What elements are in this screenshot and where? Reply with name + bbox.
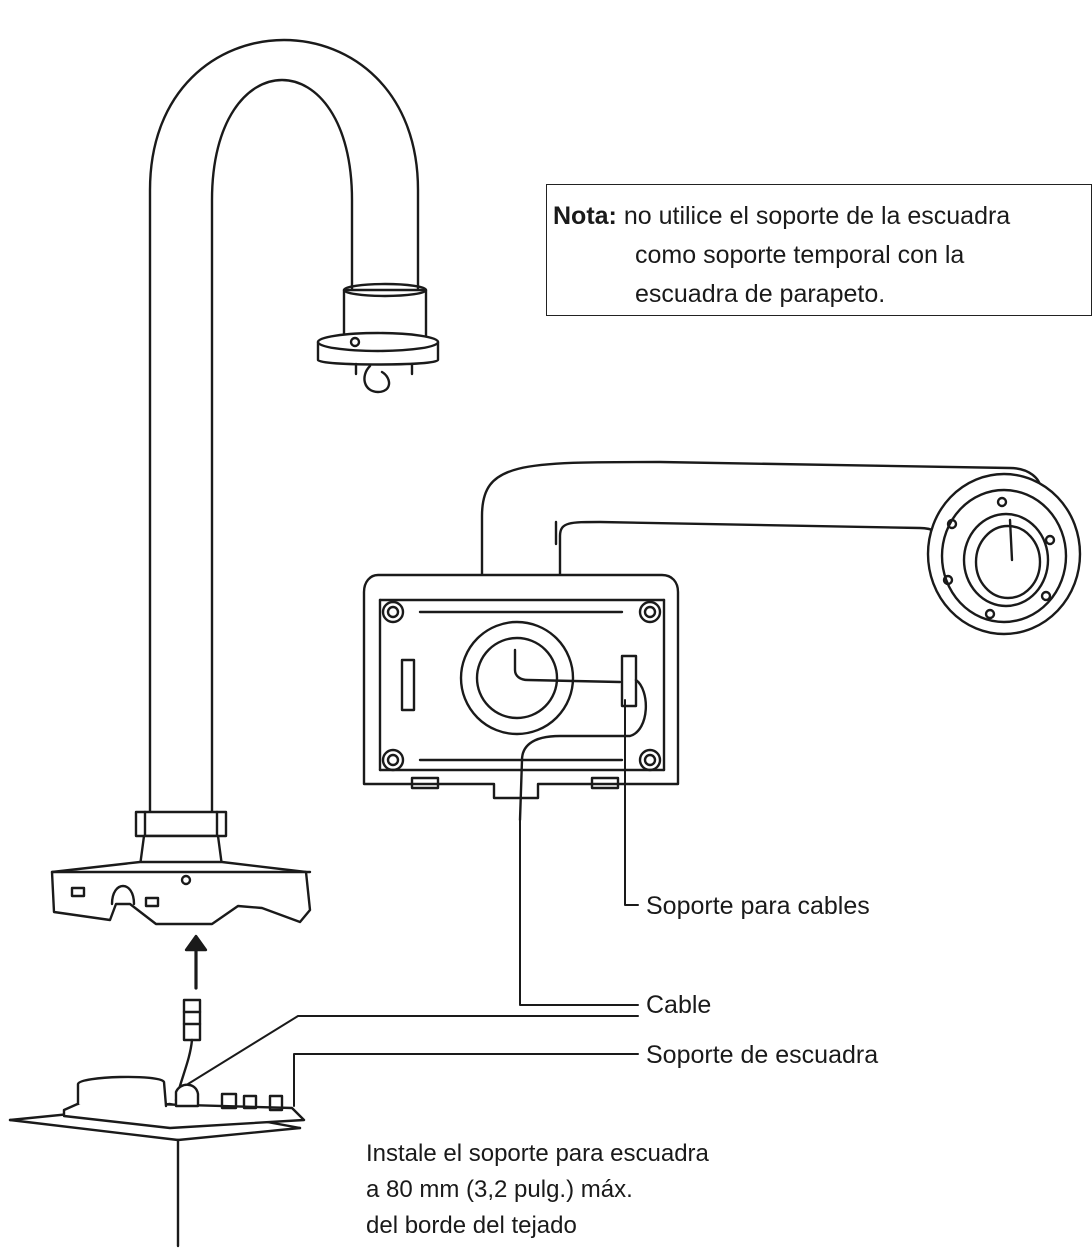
note-line-2: como soporte temporal con la xyxy=(635,241,965,269)
callout-cable: Cable xyxy=(646,991,712,1019)
note-line-3: escuadra de parapeto. xyxy=(635,280,886,308)
callout-cable-support: Soporte para cables xyxy=(646,892,870,920)
cable-plug xyxy=(174,998,202,1102)
mount-box xyxy=(362,573,680,822)
note-label: Nota: xyxy=(553,202,617,230)
bracket-support-plate xyxy=(62,1075,306,1130)
note-box: Nota: no utilice el soporte de la escuad… xyxy=(546,184,1092,316)
installation-instruction: Instale el soporte para escuadra a 80 mm… xyxy=(366,1136,709,1244)
arm-end-cap xyxy=(316,282,440,394)
callout-lines xyxy=(187,699,639,1107)
note-line-1: no utilice el soporte de la escuadra xyxy=(623,202,1011,230)
gooseneck-arm xyxy=(148,38,420,814)
instruction-line-2: a 80 mm (3,2 pulg.) máx. xyxy=(366,1176,633,1203)
arm-base xyxy=(50,810,312,926)
up-arrow-icon xyxy=(184,934,208,990)
instruction-line-3: del borde del tejado xyxy=(366,1212,577,1239)
instruction-line-1: Instale el soporte para escuadra xyxy=(366,1140,709,1167)
arm-mount-ring xyxy=(926,472,1082,636)
callout-bracket-support: Soporte de escuadra xyxy=(646,1041,879,1069)
